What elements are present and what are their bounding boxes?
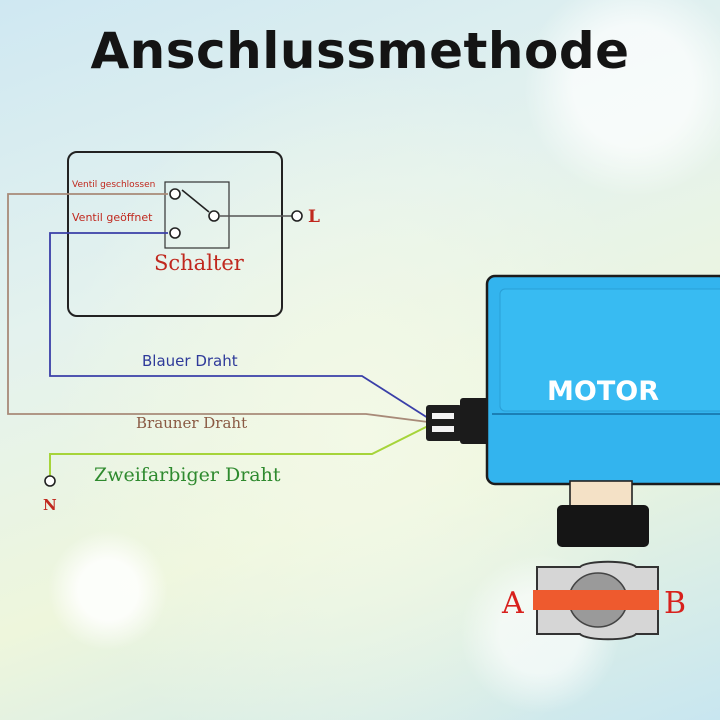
flow-bar (533, 590, 659, 610)
switch-inner-box (164, 181, 230, 249)
brown-wire-label: Brauner Draht (136, 414, 247, 432)
connector-pin-top (432, 413, 454, 419)
switch-housing (67, 151, 283, 317)
motor-label: MOTOR (547, 376, 659, 407)
connector-collar (460, 398, 490, 444)
neutral-terminal (44, 475, 56, 487)
connector-pin-bottom (432, 426, 454, 432)
contact-common (208, 210, 220, 222)
motor-shaft-block (557, 505, 649, 547)
blue-wire-label: Blauer Draht (142, 352, 238, 370)
neutral-label: N (43, 496, 57, 514)
connector-body (426, 405, 462, 441)
motor-top-panel (499, 288, 720, 412)
contact-closed (169, 188, 181, 200)
live-terminal (291, 210, 303, 222)
port-a-label: A (501, 586, 524, 621)
diagram-title: Anschlussmethode (90, 22, 630, 80)
label-open: Ventil geöffnet (72, 211, 153, 224)
contact-open (169, 227, 181, 239)
label-closed: Ventil geschlossen (72, 180, 155, 190)
port-b-label: B (664, 586, 686, 621)
motor-shaft-coupling (569, 480, 633, 508)
switch-label: Schalter (154, 251, 245, 275)
bicolor-wire (49, 425, 429, 476)
blue-wire (49, 232, 429, 419)
brown-wire (7, 193, 429, 423)
bicolor-wire-label: Zweifarbiger Draht (94, 464, 281, 486)
live-label: L (308, 207, 320, 227)
switch-lever (181, 189, 210, 213)
